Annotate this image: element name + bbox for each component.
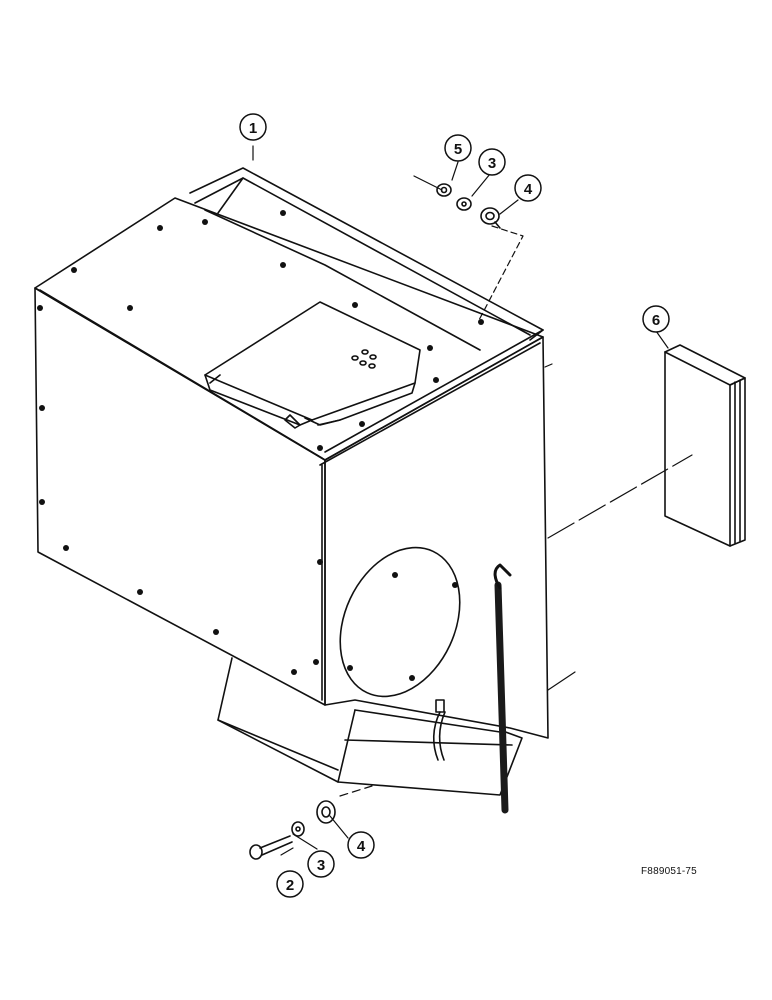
washer-3-bottom xyxy=(291,821,305,837)
callout-label: 4 xyxy=(524,181,533,198)
bottom-duct xyxy=(217,657,523,796)
callout-1: 1 xyxy=(239,113,267,141)
hardware-top xyxy=(436,183,501,229)
callout-3-bottom: 3 xyxy=(307,850,335,878)
callout-4-top: 4 xyxy=(514,174,542,202)
rivets xyxy=(37,210,484,681)
hardware-bottom xyxy=(249,800,336,860)
drain-hose xyxy=(493,563,512,814)
callout-label: 6 xyxy=(652,312,660,329)
callout-label: 2 xyxy=(286,877,294,894)
bushing-4-bottom xyxy=(316,800,336,824)
hatch-cover xyxy=(204,301,421,429)
callout-label: 4 xyxy=(357,838,366,855)
filter-panel xyxy=(664,344,746,547)
washer-3-top xyxy=(456,197,472,211)
housing-top-rim xyxy=(189,167,544,341)
callout-5: 5 xyxy=(444,134,472,162)
callout-6: 6 xyxy=(642,305,670,333)
callout-label: 3 xyxy=(488,155,496,172)
round-access-panel xyxy=(339,546,461,698)
housing-left-face xyxy=(34,287,326,706)
bolt-2 xyxy=(249,835,293,860)
housing xyxy=(34,167,549,796)
callout-label: 5 xyxy=(454,141,462,158)
clamp-bracket xyxy=(432,699,446,761)
callout-label: 3 xyxy=(317,857,325,874)
callout-4-bottom: 4 xyxy=(347,831,375,859)
callout-3-top: 3 xyxy=(478,148,506,176)
callout-label: 1 xyxy=(249,120,257,137)
bushing-4-top xyxy=(480,207,501,229)
figure-id: F889051-75 xyxy=(641,866,697,877)
callouts: 1 5 3 4 6 2 3 4 xyxy=(239,113,670,898)
nut-5-top xyxy=(436,183,452,197)
callout-2: 2 xyxy=(276,870,304,898)
